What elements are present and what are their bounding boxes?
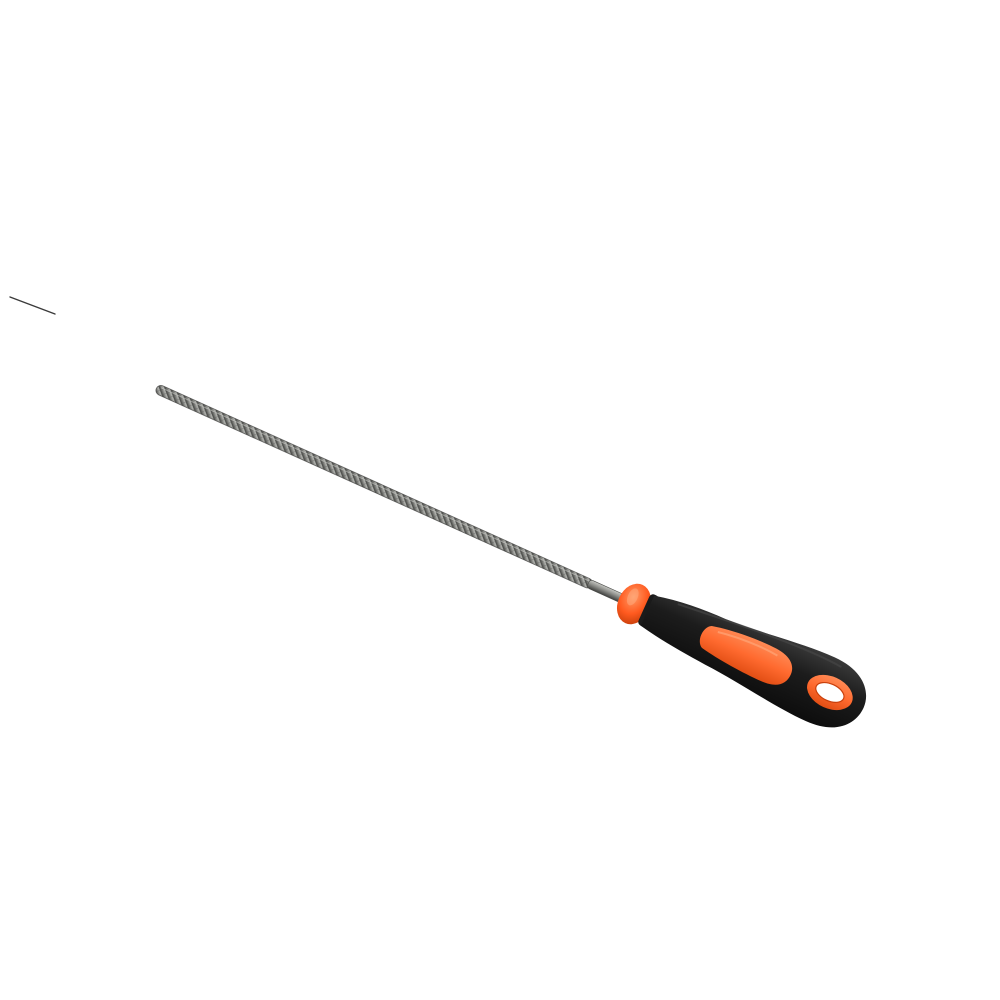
stray-mark <box>9 296 56 315</box>
handle-grip-insert <box>699 625 793 685</box>
round-file <box>155 385 867 728</box>
handle-hang-hole <box>807 674 853 711</box>
file-rod <box>155 385 593 589</box>
